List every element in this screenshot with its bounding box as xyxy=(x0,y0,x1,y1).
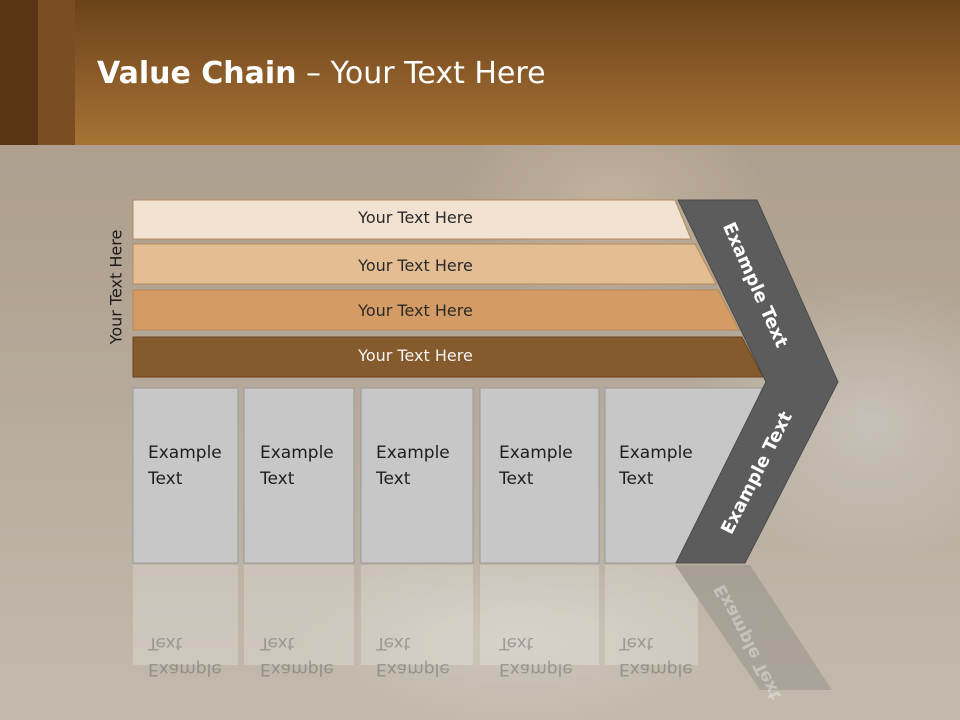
bar-shape xyxy=(132,289,740,331)
bar-label: Your Text Here xyxy=(358,256,473,275)
box-label-line: Example xyxy=(499,443,573,463)
box-label-line: Text xyxy=(499,469,534,489)
box-label-line: Example xyxy=(619,443,693,463)
box-label-reflection: Example Text xyxy=(619,630,693,682)
box-label-line: Text xyxy=(260,633,295,653)
box-reflection xyxy=(605,565,698,665)
chevron-shape xyxy=(675,199,839,564)
box-label-line: Text xyxy=(376,633,411,653)
box-label-reflection: Example Text xyxy=(260,630,334,682)
chevron-reflection xyxy=(675,565,832,690)
box-label-line: Example xyxy=(499,659,573,679)
box-label-line: Example xyxy=(619,659,693,679)
bar-label: Your Text Here xyxy=(358,208,473,227)
box-label-line: Text xyxy=(619,469,654,489)
box-shape xyxy=(132,387,239,564)
slide-title-bold: Value Chain xyxy=(97,56,297,91)
bar-shape xyxy=(132,199,692,240)
box-shape xyxy=(360,387,474,564)
box-label-line: Text xyxy=(148,469,183,489)
box-label-line: Text xyxy=(499,633,534,653)
box-label-reflection: Example Text xyxy=(499,630,573,682)
box-label-line: Example xyxy=(148,659,222,679)
bar-shape xyxy=(132,336,764,378)
bar-label: Your Text Here xyxy=(358,301,473,320)
box-label-line: Text xyxy=(148,633,183,653)
box-shape xyxy=(243,387,355,564)
bar-label: Your Text Here xyxy=(358,346,473,365)
box-reflection xyxy=(133,565,238,665)
reflection-group xyxy=(133,565,832,690)
box-label-line: Example xyxy=(148,443,222,463)
box-label-reflection: Example Text xyxy=(376,630,450,682)
title-accent-stripe xyxy=(0,0,38,145)
bar-shape xyxy=(132,243,717,285)
box-shape xyxy=(479,387,600,564)
slide-title-rest: – Your Text Here xyxy=(296,56,546,91)
box-label-line: Text xyxy=(376,469,411,489)
box-reflection xyxy=(244,565,354,665)
title-bar: Value Chain – Your Text Here xyxy=(0,0,960,145)
box-label-line: Example xyxy=(260,659,334,679)
box-label-line: Text xyxy=(260,469,295,489)
title-accent-stripe xyxy=(38,0,75,145)
box-label-line: Example xyxy=(376,443,450,463)
box-reflection xyxy=(361,565,473,665)
box-reflection xyxy=(480,565,599,665)
box-label-reflection: Example Text xyxy=(148,630,222,682)
box-label-line: Example xyxy=(376,659,450,679)
box-label-line: Example xyxy=(260,443,334,463)
slide-title: Value Chain – Your Text Here xyxy=(97,54,546,94)
box-label-line: Text xyxy=(619,633,654,653)
